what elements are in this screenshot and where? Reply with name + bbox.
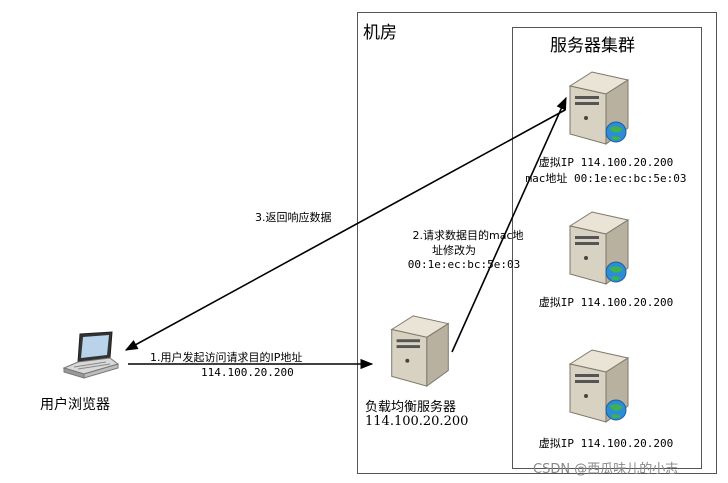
server-3-ip-label: 虚拟IP 114.100.20.200 — [538, 437, 674, 450]
load-balancer-name: 负载均衡服务器 — [365, 400, 457, 415]
machine-room-title: 机房 — [363, 23, 397, 43]
machine-room-box — [357, 12, 717, 474]
step2-label-line2: 址修改为 — [432, 244, 476, 257]
server-icon — [568, 349, 630, 423]
client-name: 用户浏览器 — [40, 397, 110, 413]
watermark: CSDN @西瓜味儿的小志 — [533, 462, 679, 477]
step2-label-line1: 2.请求数据目的mac地 — [412, 229, 524, 242]
laptop-icon — [62, 331, 120, 379]
server-cluster-title: 服务器集群 — [550, 36, 635, 56]
load-balancer-server-icon — [390, 315, 450, 388]
arrow-forward — [451, 96, 567, 353]
server-2-ip-label: 虚拟IP 114.100.20.200 — [538, 296, 674, 309]
step1-ip: 114.100.20.200 — [201, 366, 294, 379]
arrow-response — [124, 109, 566, 351]
server-icon — [568, 71, 630, 145]
server-1-ip-label: 虚拟IP 114.100.20.200 — [538, 156, 674, 169]
step3-label: 3.返回响应数据 — [255, 211, 332, 224]
server-1-mac-label: mac地址 00:1e:ec:bc:5e:03 — [525, 172, 687, 185]
load-balancer-ip: 114.100.20.200 — [365, 414, 469, 429]
server-icon — [568, 211, 630, 285]
step2-mac: 00:1e:ec:bc:5e:03 — [407, 258, 521, 271]
step1-label: 1.用户发起访问请求目的IP地址 — [150, 351, 303, 364]
server-cluster-box — [512, 27, 702, 469]
